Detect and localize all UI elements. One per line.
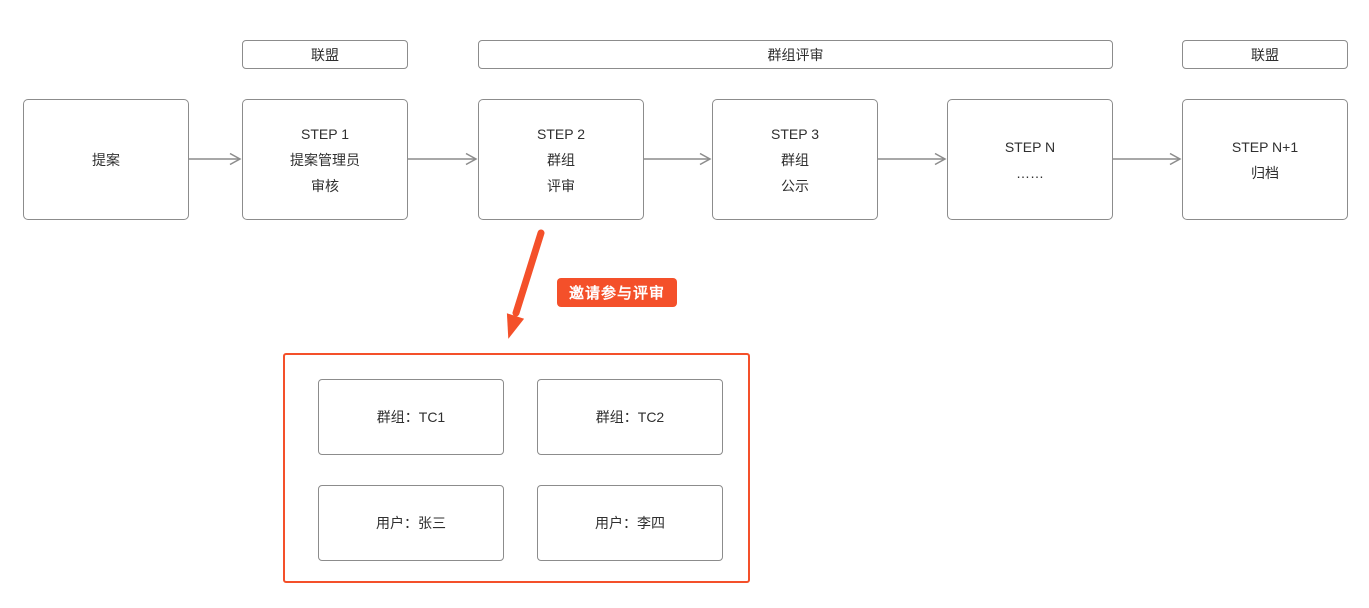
participant-label: 用户：张三 <box>376 515 446 531</box>
lane-label-text: 联盟 <box>1251 46 1279 63</box>
lane-label-group-review: 群组评审 <box>478 40 1113 69</box>
step-line: 群组 <box>781 151 809 168</box>
step-box-step3-group-publicity: STEP 3 群组 公示 <box>712 99 878 220</box>
step-line: …… <box>1016 164 1044 181</box>
lane-label-text: 联盟 <box>311 46 339 63</box>
step-line: STEP 2 <box>537 125 585 142</box>
step-line: 提案管理员 <box>290 151 360 168</box>
step-line: 公示 <box>781 177 809 194</box>
lane-label-text: 群组评审 <box>767 46 824 63</box>
step-line: 提案 <box>92 151 120 168</box>
lane-label-alliance-right: 联盟 <box>1182 40 1348 69</box>
participant-label: 群组：TC1 <box>376 409 446 425</box>
step-line: STEP N+1 <box>1231 138 1299 155</box>
step-line: STEP N <box>1004 138 1056 155</box>
step-line: 评审 <box>547 177 575 194</box>
participant-box-user-zhangsan: 用户：张三 <box>318 485 504 561</box>
step-box-step1-admin-review: STEP 1 提案管理员 审核 <box>242 99 408 220</box>
participant-box-group-tc1: 群组：TC1 <box>318 379 504 455</box>
step-box-step2-group-review: STEP 2 群组 评审 <box>478 99 644 220</box>
participant-box-group-tc2: 群组：TC2 <box>537 379 723 455</box>
right-arrow-icon <box>644 152 712 166</box>
step-line: STEP 3 <box>771 125 819 142</box>
step-box-proposal: 提案 <box>23 99 189 220</box>
invite-review-badge-label: 邀请参与评审 <box>568 285 665 302</box>
lane-label-alliance-left: 联盟 <box>242 40 408 69</box>
invite-down-arrow-icon <box>506 229 545 339</box>
step-box-stepn-ellipsis: STEP N …… <box>947 99 1113 220</box>
right-arrow-icon <box>189 152 242 166</box>
step-line: STEP 1 <box>301 125 349 142</box>
invite-review-badge: 邀请参与评审 <box>557 278 677 307</box>
step-box-stepn1-archive: STEP N+1 归档 <box>1182 99 1348 220</box>
step-line: 归档 <box>1251 164 1279 181</box>
participant-label: 群组：TC2 <box>595 409 665 425</box>
step-line: 审核 <box>311 177 339 194</box>
step-line: 群组 <box>547 151 575 168</box>
right-arrow-icon <box>1113 152 1182 166</box>
participant-label: 用户：李四 <box>595 515 665 531</box>
right-arrow-icon <box>878 152 947 166</box>
right-arrow-icon <box>408 152 478 166</box>
participant-box-user-lisi: 用户：李四 <box>537 485 723 561</box>
